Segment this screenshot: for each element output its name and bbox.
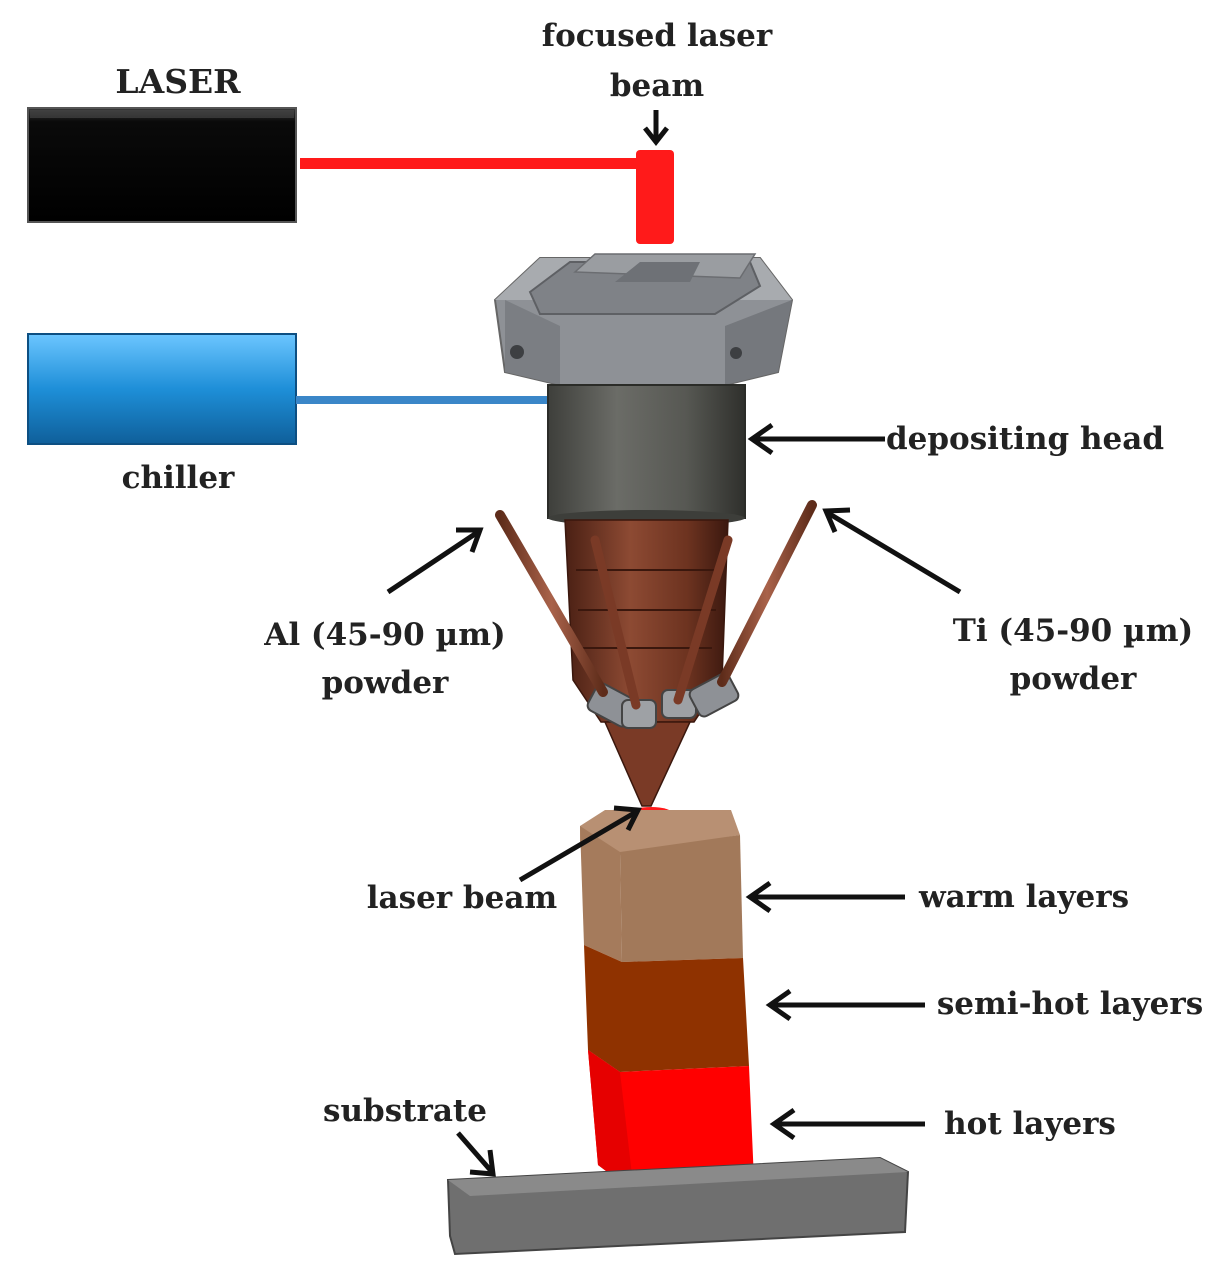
label-ti-powder-2: powder: [1010, 661, 1137, 697]
warm-layers-front: [620, 835, 743, 962]
head-port-right: [730, 347, 742, 359]
chiller-unit: [27, 333, 556, 445]
arrow-focused-beam-head: [643, 126, 669, 147]
arrow-hot-layers-head: [769, 1107, 796, 1141]
substrate-top: [448, 1158, 908, 1196]
ti-powder-tube: [717, 500, 817, 687]
al-powder-tube: [495, 510, 608, 697]
arrow-al-powder: [386, 529, 480, 595]
label-chiller: chiller: [122, 460, 235, 496]
semi-hot-layers: [584, 945, 749, 1072]
warm-layers-front-left: [580, 826, 622, 962]
label-ti-powder-1: Ti (45-90 µm): [953, 613, 1193, 649]
label-al-powder-2: powder: [322, 665, 449, 701]
laser-box: [27, 107, 297, 223]
powder-tubes: [495, 500, 817, 710]
label-depositing-head: depositing head: [886, 421, 1164, 457]
arrow-depositing-head-head: [747, 422, 774, 456]
focused-laser-beam: [636, 150, 674, 244]
arrow-substrate: [456, 1131, 494, 1174]
head-port-left: [510, 345, 524, 359]
arrow-substrate-head: [469, 1149, 496, 1177]
labels: LASER focused laser beam chiller deposit…: [115, 18, 1203, 1142]
label-hot-layers: hot layers: [944, 1106, 1116, 1142]
head-top-slot: [615, 262, 700, 282]
label-warm-layers: warm layers: [918, 879, 1129, 915]
label-focused-beam-1: focused laser: [542, 18, 773, 54]
label-semi-hot-layers: semi-hot layers: [937, 986, 1203, 1022]
label-laser-beam: laser beam: [367, 880, 558, 916]
arrow-laser-beam-head: [613, 805, 642, 832]
annotation-arrows: [386, 110, 962, 1177]
deposited-layers: [580, 810, 754, 1192]
chiller-box: [27, 333, 297, 445]
label-laser: LASER: [115, 62, 241, 101]
arrow-ti-powder: [826, 510, 962, 595]
label-substrate: substrate: [323, 1093, 487, 1129]
laser-source: [27, 107, 297, 223]
substrate-plate: [446, 1156, 910, 1256]
arrow-semi-hot-layers-head: [765, 988, 792, 1022]
laser-box-highlight: [30, 110, 294, 118]
head-left-face: [505, 300, 560, 385]
arrow-ti-powder-head: [822, 507, 851, 533]
head-cylinder: [547, 384, 746, 519]
head-right-face: [725, 300, 792, 385]
inner-tube-left: [590, 535, 641, 710]
laser-beam-horizontal: [300, 158, 656, 169]
label-focused-beam-2: beam: [610, 68, 704, 104]
laser-beam-path: [300, 150, 674, 244]
label-al-powder-1: Al (45-90 µm): [263, 617, 505, 653]
depositing-head: [493, 253, 794, 807]
arrow-warm-layers-head: [745, 880, 772, 914]
chiller-line: [296, 396, 556, 404]
nozzle-tip: [603, 721, 692, 807]
inner-tube-right: [673, 535, 733, 705]
arrow-laser-beam: [518, 809, 638, 883]
hot-layers-side: [588, 1050, 634, 1192]
arrow-al-powder-head: [456, 527, 484, 553]
